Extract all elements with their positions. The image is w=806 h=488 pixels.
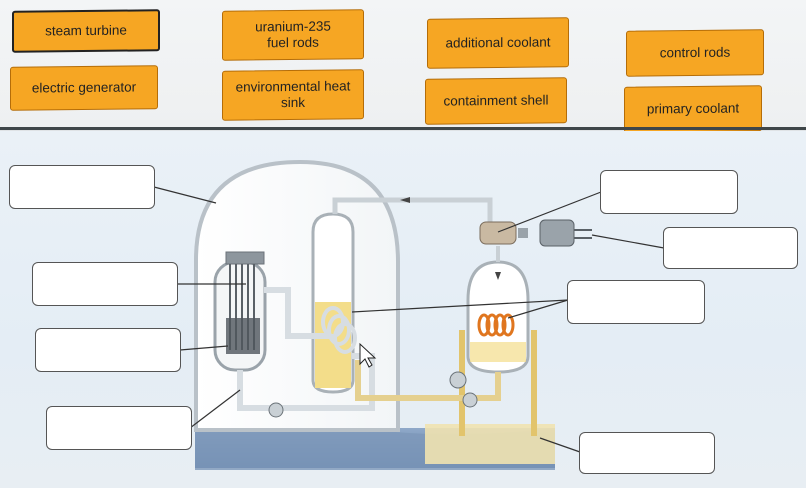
feedwater-pump-icon [449,371,467,389]
drop-target-additional-coolant[interactable] [567,280,705,324]
fuel-rods-icon [226,318,260,354]
section-divider [0,127,806,130]
primary-loop-pump-icon [268,402,284,418]
drop-target-control-rods[interactable] [32,262,178,306]
heat-exchanger-coil-icon [321,306,357,354]
flow-arrow-down-icon [495,272,501,280]
label-bank: steam turbine electric generator uranium… [0,0,806,133]
steam-generator-water [315,302,351,388]
drop-target-fuel-rods[interactable] [35,328,181,372]
flow-arrow-icon [400,197,410,203]
steam-line [332,197,493,222]
drop-target-heat-sink[interactable] [579,432,715,474]
condenser-coil-icon [477,313,515,337]
condenser-water [470,342,526,362]
generator-icon [539,219,592,247]
steam-turbine-icon [479,221,528,245]
mouse-cursor-icon [359,342,377,368]
leader-lines [153,186,665,453]
drop-target-steam-turbine[interactable] [600,170,738,214]
drop-target-primary-coolant[interactable] [46,406,192,450]
drop-target-electric-generator[interactable] [663,227,798,269]
control-rod-drive [225,251,265,265]
drop-target-containment-shell[interactable] [9,165,155,209]
feedwater-pipe [355,360,501,401]
cooling-pump-icon [462,392,478,408]
